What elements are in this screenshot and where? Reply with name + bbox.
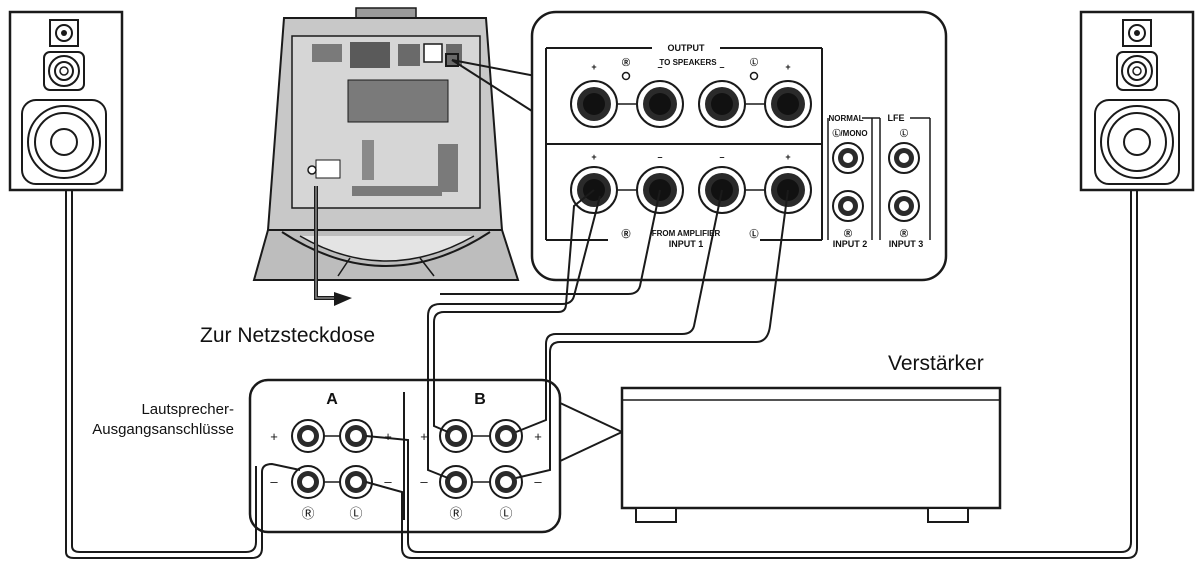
b-terminal-r-minus [439,465,473,499]
speaker-cables [65,190,1138,559]
group-a-label: A [326,391,338,408]
input2-r-mark: Ⓡ [844,228,852,238]
amplifier-label: Verstärker [888,352,984,375]
in-l-plus: + [785,152,790,162]
output-label: OUTPUT [668,43,706,53]
b-l-mark: Ⓛ [499,506,512,521]
output-l-mark: Ⓛ [750,57,758,67]
amplifier-speaker-terminals: A B + + – – + + – – Ⓡ Ⓛ Ⓡ Ⓛ [248,378,562,534]
input2-l-mono-mark: Ⓛ/MONO [832,128,867,138]
input3-r-mark: Ⓡ [900,228,908,238]
to-speakers-label: TO SPEAKERS [659,58,717,67]
subwoofer-input-cables [427,189,789,479]
right-speaker [1079,10,1195,192]
a-minus-left: – [270,474,278,489]
input1-r-mark: Ⓡ [621,228,630,239]
a-l-mark: Ⓛ [349,506,362,521]
in-r-minus: – [657,152,662,162]
input2-terminal-r [832,190,864,222]
subwoofer-rear [252,7,547,306]
input3-l-mark: Ⓛ [900,128,908,138]
b-plus-left: + [420,429,428,444]
output-terminal-r-minus [636,80,684,128]
out-r-minus: – [657,62,662,72]
input1-label: INPUT 1 [669,239,704,249]
b-plus-right: + [534,429,542,444]
group-b-label: B [474,391,486,408]
a-minus-right: – [384,474,392,489]
out-l-plus: + [785,62,790,72]
out-r-plus: + [591,62,596,72]
b-minus-right: – [534,474,542,489]
a-plus-right: + [384,429,392,444]
output-r-mark: Ⓡ [622,57,630,67]
b-terminal-l-plus [489,419,523,453]
input3-label: INPUT 3 [889,239,924,249]
input3-terminal-l [888,142,920,174]
lfe-label: LFE [888,113,905,123]
a-terminal-l-plus [339,419,373,453]
b-terminal-r-plus [439,419,473,453]
left-speaker [8,10,124,192]
subwoofer-terminal-panel: OUTPUT TO SPEAKERS Ⓡ Ⓛ + – – + + – – + Ⓡ… [530,10,948,282]
a-terminal-l-minus [339,465,373,499]
in-l-minus: – [719,152,724,162]
a-plus-left: + [270,429,278,444]
b-terminal-l-minus [489,465,523,499]
output-terminal-l-plus [764,80,812,128]
out-l-minus: – [719,62,724,72]
output-terminal-r-plus [570,80,618,128]
a-terminal-r-plus [291,419,325,453]
amplifier [557,386,1002,523]
b-r-mark: Ⓡ [449,506,462,521]
normal-label: NORMAL [828,114,863,123]
input1-l-mark: Ⓛ [749,228,758,239]
speaker-outputs-label-line1: Lautsprecher- [141,401,234,418]
in-r-plus: + [591,152,596,162]
a-terminal-r-minus [291,465,325,499]
mains-outlet-label: Zur Netzsteckdose [200,324,375,347]
b-minus-left: – [420,474,428,489]
from-amplifier-label: FROM AMPLIFIER [652,229,721,238]
speaker-outputs-label-line2: Ausgangsanschlüsse [92,421,234,438]
output-terminal-l-minus [698,80,746,128]
input3-terminal-r [888,190,920,222]
a-r-mark: Ⓡ [301,506,314,521]
input2-label: INPUT 2 [833,239,868,249]
input2-terminal-l [832,142,864,174]
